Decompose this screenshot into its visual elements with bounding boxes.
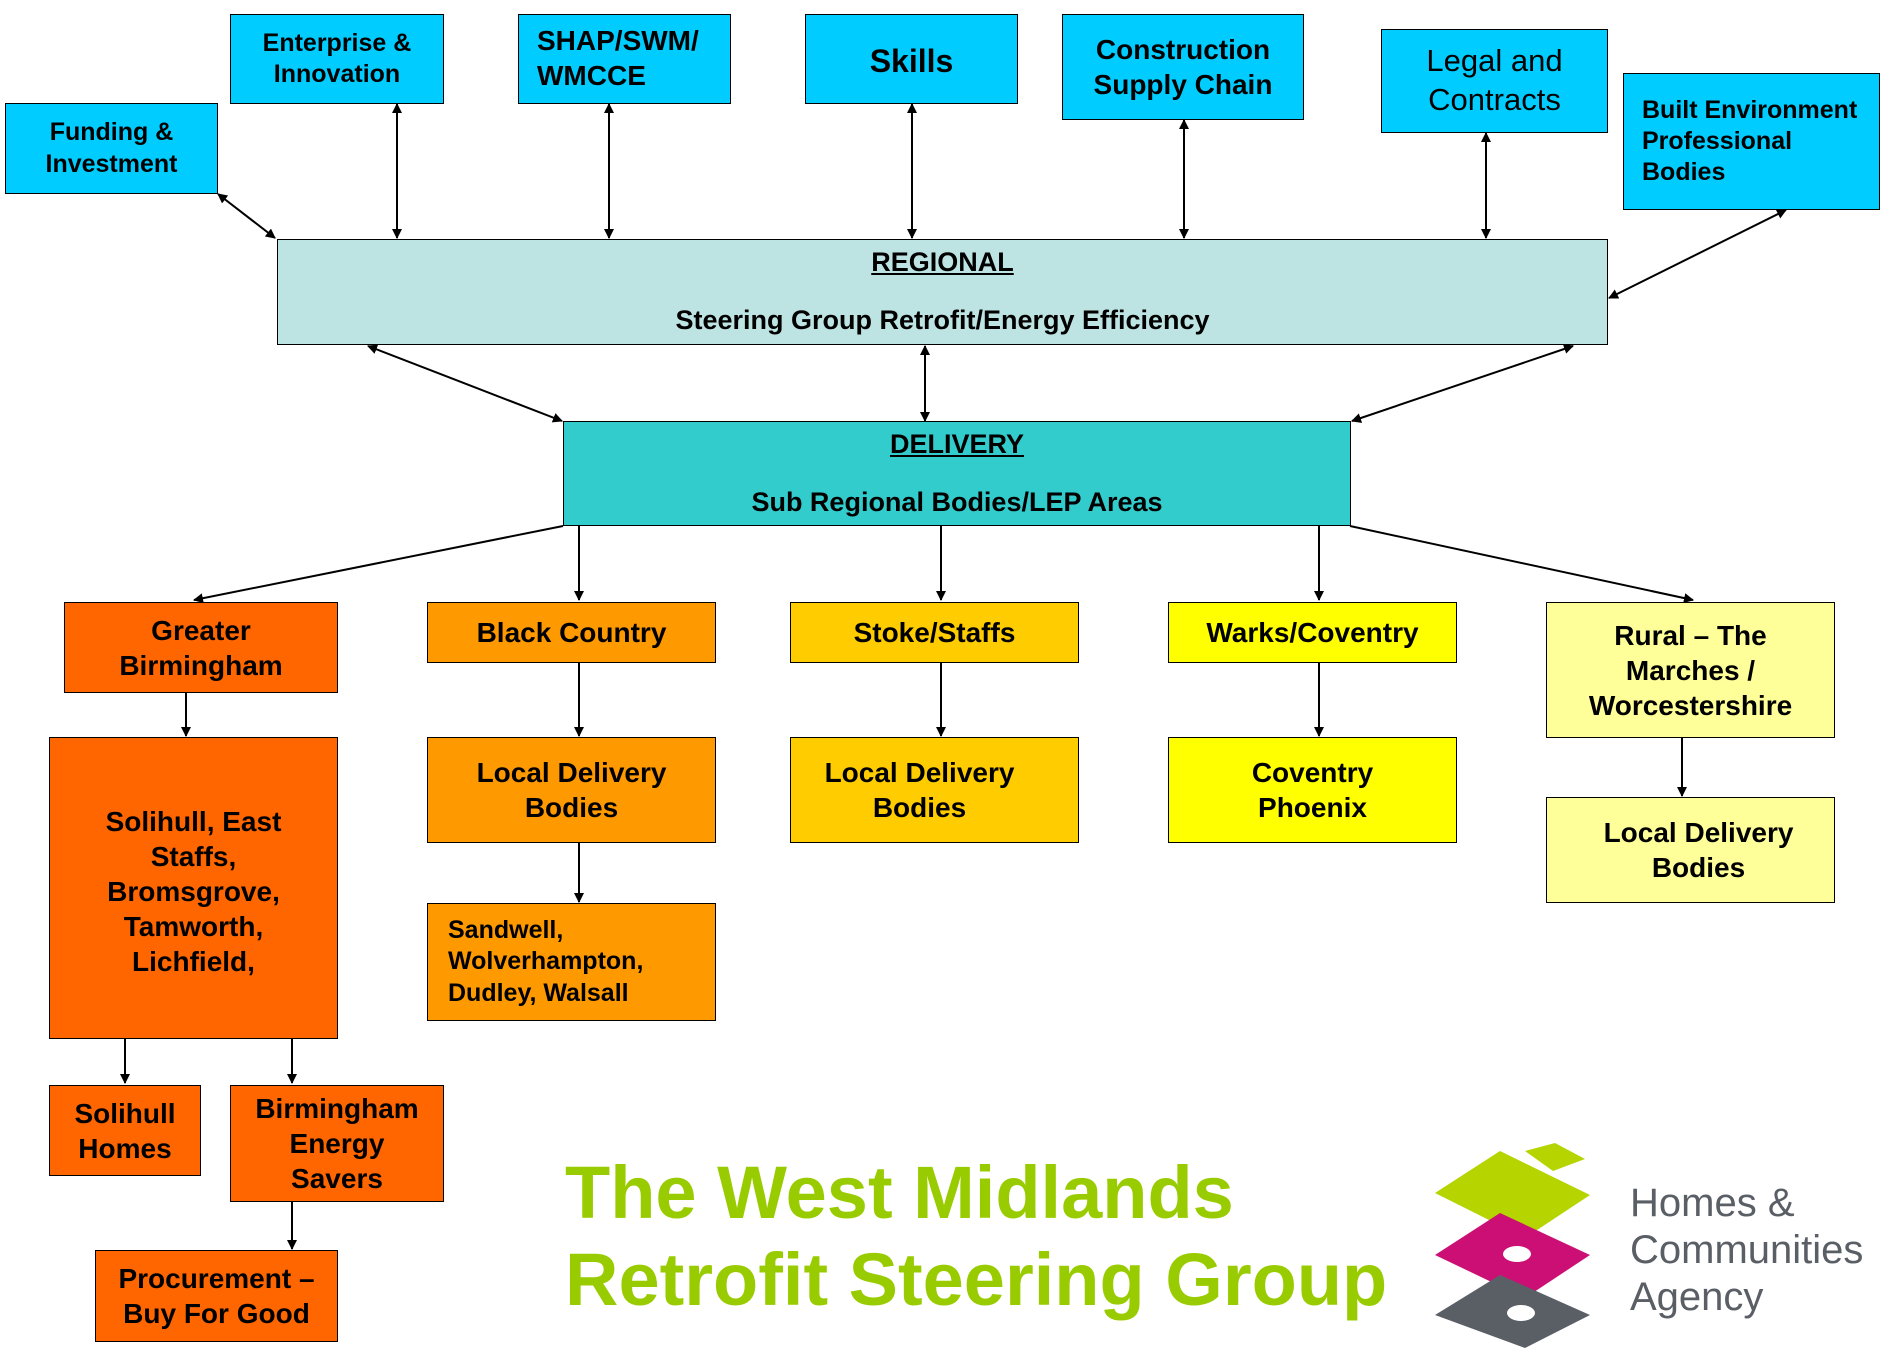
enterprise-box: Enterprise & Innovation [230,14,444,104]
skills-box: Skills [805,14,1018,104]
greater-birmingham-box: Greater Birmingham [64,602,338,693]
coventry-phoenix-box: Coventry Phoenix [1168,737,1457,843]
arrow-regional-delivery-right [1351,344,1574,423]
procurement-box: Procurement – Buy For Good [95,1250,338,1342]
rural-local-delivery-box: Local Delivery Bodies [1546,797,1835,903]
arrow-delivery-gb [193,525,564,604]
hca-logo-text: Homes & Communities Agency [1630,1181,1864,1320]
solihull-homes-box: Solihull Homes [49,1085,201,1176]
page-title: The West Midlands Retrofit Steering Grou… [565,1151,1388,1321]
hca-logo-icon [1435,1143,1590,1348]
construction-box: Construction Supply Chain [1062,14,1304,120]
ss-local-delivery-box: Local Delivery Bodies [790,737,1079,843]
stoke-staffs-box: Stoke/Staffs [790,602,1079,663]
gb-areas-box: Solihull, East Staffs, Bromsgrove, Tamwo… [49,737,338,1039]
delivery-box: DELIVERY Sub Regional Bodies/LEP Areas [563,421,1351,526]
arrow-regional-delivery-left [367,344,563,423]
regional-subtitle: Steering Group Retrofit/Energy Efficienc… [675,305,1210,335]
rural-box: Rural – The Marches / Worcestershire [1546,602,1835,738]
warks-coventry-box: Warks/Coventry [1168,602,1457,663]
arrow-builtenv-regional [1608,209,1787,299]
bc-areas-box: Sandwell, Wolverhampton, Dudley, Walsall [427,903,716,1021]
funding-box: Funding & Investment [5,103,218,194]
delivery-heading: DELIVERY [889,428,1025,459]
regional-box: REGIONAL Steering Group Retrofit/Energy … [277,239,1608,345]
arrow-delivery-rural [1349,525,1694,603]
regional-heading: REGIONAL [871,247,1014,278]
legal-box: Legal and Contracts [1381,29,1608,133]
arrow-funding-regional [217,193,276,239]
delivery-subtitle: Sub Regional Bodies/LEP Areas [751,486,1163,517]
shap-box: SHAP/SWM/ WMCCE [518,14,731,104]
black-country-box: Black Country [427,602,716,663]
built-environment-box: Built Environment Professional Bodies [1623,73,1880,210]
birmingham-energy-savers-box: Birmingham Energy Savers [230,1085,444,1202]
bc-local-delivery-box: Local Delivery Bodies [427,737,716,843]
